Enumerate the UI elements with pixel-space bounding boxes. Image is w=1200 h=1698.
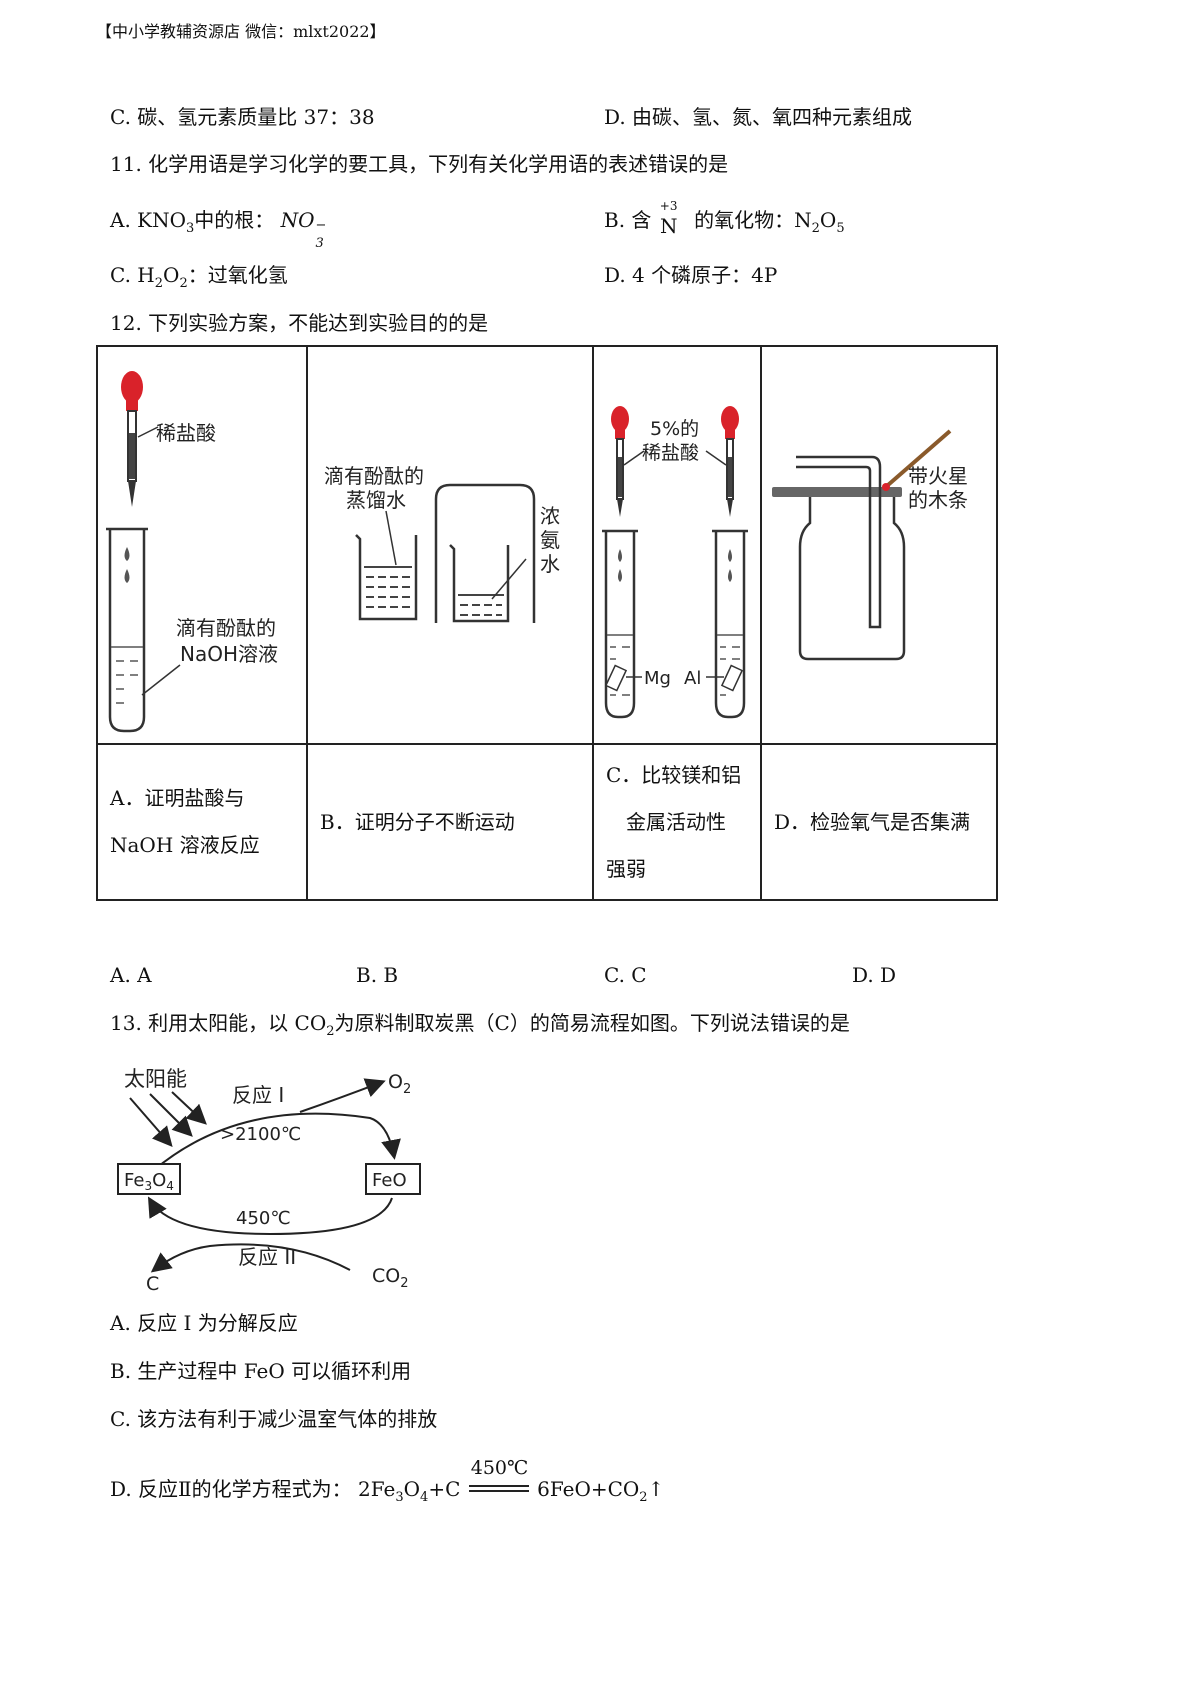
svg-text:反应 II: 反应 II <box>238 1245 296 1269</box>
q11-option-c: C. H2O2：过氧化氢 <box>110 263 288 291</box>
reaction-equation: 2Fe3O4+C 450℃ 6FeO+CO2↑ <box>358 1456 665 1506</box>
svg-text:氨: 氨 <box>540 528 560 552</box>
svg-text:Al: Al <box>684 668 701 689</box>
svg-text:的木条: 的木条 <box>908 488 968 512</box>
co2-label: CO2 <box>372 1265 409 1291</box>
q11-option-d: D. 4 个磷原子：4P <box>604 263 778 287</box>
cell-d: D．检验氧气是否集满 <box>760 743 998 901</box>
svg-text:稀盐酸: 稀盐酸 <box>642 442 699 464</box>
svg-text:滴有酚酞的: 滴有酚酞的 <box>176 616 276 640</box>
q13-option-b: B. 生产过程中 FeO 可以循环利用 <box>110 1359 412 1383</box>
svg-text:稀盐酸: 稀盐酸 <box>156 421 216 445</box>
fe3o4-label: Fe3O4 <box>124 1170 174 1193</box>
svg-text:>2100℃: >2100℃ <box>220 1124 301 1145</box>
svg-text:NaOH溶液: NaOH溶液 <box>180 642 278 666</box>
figure-c-mg-al: 5%的 稀盐酸 <box>602 406 748 719</box>
svg-text:FeO: FeO <box>372 1170 407 1191</box>
q13-stem: 13. 利用太阳能，以 CO2为原料制取炭黑（C）的简易流程如图。下列说法错误的… <box>110 1011 850 1039</box>
svg-text:太阳能: 太阳能 <box>124 1067 187 1091</box>
q12-option-a: A. A <box>110 963 152 987</box>
svg-text:浓: 浓 <box>540 504 560 528</box>
cell-a: A．证明盐酸与 NaOH 溶液反应 <box>96 743 308 901</box>
svg-text:5%的: 5%的 <box>650 418 699 440</box>
figure-c-cell: 5%的 稀盐酸 <box>592 345 762 745</box>
q10-option-d: D. 由碳、氢、氮、氧四种元素组成 <box>604 105 913 129</box>
svg-text:450℃: 450℃ <box>236 1208 291 1229</box>
cell-c: C．比较镁和铝 金属活动性 强弱 <box>592 743 762 901</box>
figure-b-cell: 滴有酚酞的 蒸馏水 <box>306 345 594 745</box>
o2-label: O2 <box>388 1071 411 1097</box>
page-header: 【中小学教辅资源店 微信：mlxt2022】 <box>96 22 386 41</box>
q13-option-a: A. 反应 I 为分解反应 <box>110 1311 298 1335</box>
q13-flow-diagram: 太阳能 反应 I O2 >2100℃ Fe3O4 FeO 450℃ 反应 II … <box>117 1067 421 1295</box>
cell-b: B．证明分子不断运动 <box>306 743 594 901</box>
q11-option-a: A. KNO3中的根： NO−3 <box>110 208 327 251</box>
svg-text:C: C <box>146 1273 159 1295</box>
svg-text:带火星: 带火星 <box>908 464 968 488</box>
svg-text:反应 I: 反应 I <box>232 1083 284 1107</box>
q12-option-c: C. C <box>604 963 647 987</box>
q11-stem: 11. 化学用语是学习化学的要工具，下列有关化学用语的表述错误的是 <box>110 152 729 176</box>
q12-stem: 12. 下列实验方案，不能达到实验目的的是 <box>110 311 489 335</box>
svg-text:蒸馏水: 蒸馏水 <box>346 488 406 512</box>
svg-text:水: 水 <box>540 552 560 576</box>
reaction-condition: 450℃ <box>467 1457 531 1501</box>
q13-option-d: D. 反应Ⅱ的化学方程式为： 2Fe3O4+C 450℃ 6FeO+CO2↑ <box>110 1456 665 1506</box>
experiment-table: 稀盐酸 滴有酚酞的 NaOH溶液 滴有酚酞的 蒸馏水 <box>96 345 998 901</box>
q10-option-c: C. 碳、氢元素质量比 37：38 <box>110 105 375 129</box>
figure-a-cell: 稀盐酸 滴有酚酞的 NaOH溶液 <box>96 345 308 745</box>
figure-b-molecule-motion: 滴有酚酞的 蒸馏水 <box>324 464 560 623</box>
nitrate-ion-formula: NO−3 <box>280 208 327 251</box>
figure-d-cell: 带火星 的木条 <box>760 345 998 745</box>
figure-a-acid-naoh: 稀盐酸 滴有酚酞的 NaOH溶液 <box>106 371 278 733</box>
q12-option-b: B. B <box>356 963 399 987</box>
q12-option-d: D. D <box>852 963 897 987</box>
figure-d-oxygen-test: 带火星 的木条 <box>772 429 968 661</box>
svg-text:Mg: Mg <box>644 668 671 689</box>
q13-option-c: C. 该方法有利于减少温室气体的排放 <box>110 1407 438 1431</box>
svg-text:滴有酚酞的: 滴有酚酞的 <box>324 464 424 488</box>
